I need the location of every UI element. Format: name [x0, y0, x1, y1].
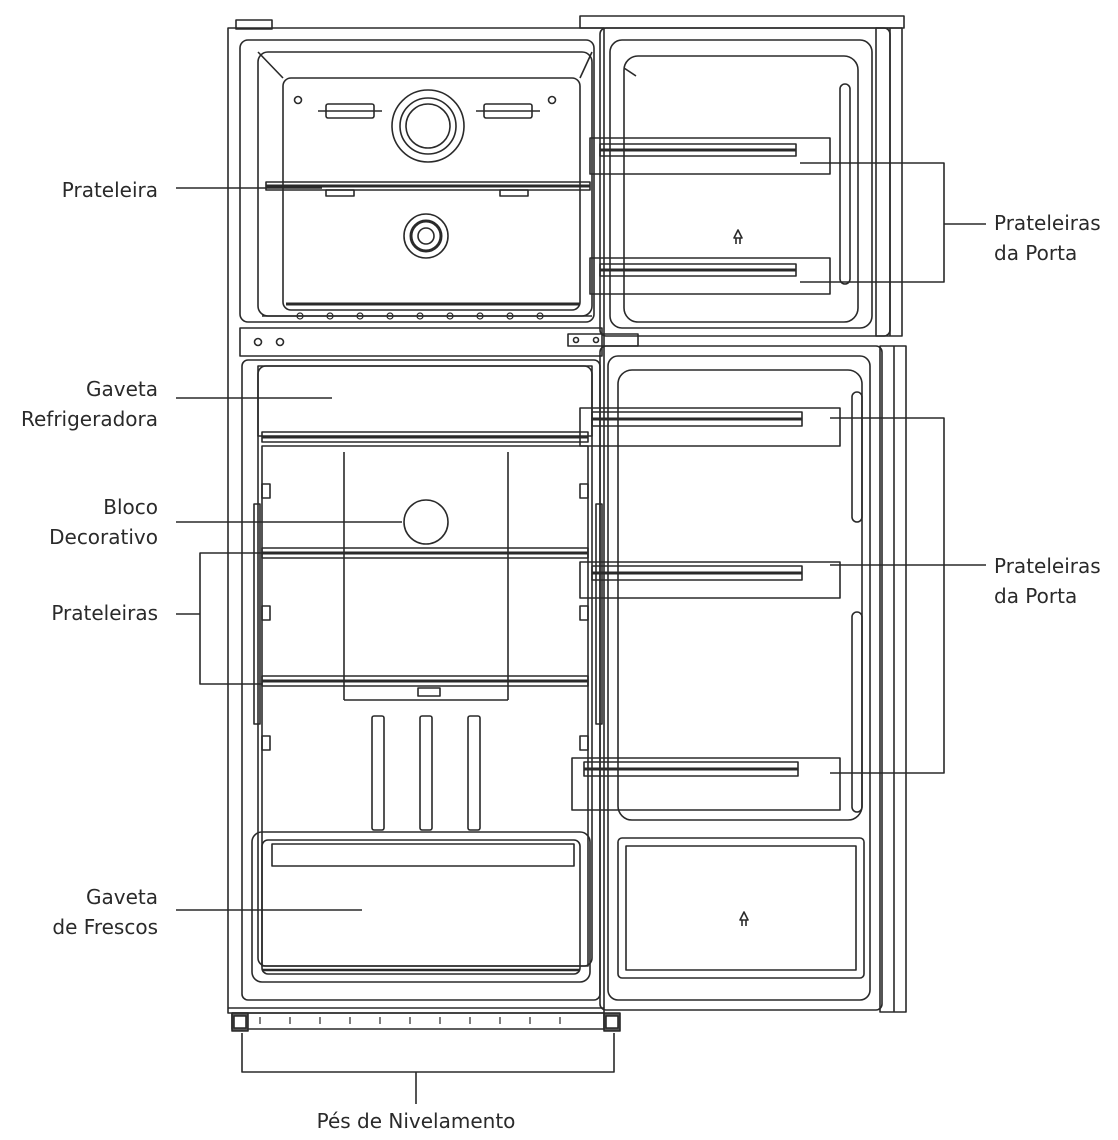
label-gaveta-refrigeradora-line1: Gaveta	[86, 377, 158, 401]
label-pes-nivelamento-text: Pés de Nivelamento	[316, 1109, 516, 1133]
label-prateleiras-porta-top: Prateleiras da Porta	[994, 208, 1114, 268]
label-gaveta-frescos: Gaveta de Frescos	[20, 882, 158, 942]
label-prateleiras-porta-top-line2: da Porta	[994, 241, 1078, 265]
label-prateleiras-porta-top-line1: Prateleiras	[994, 211, 1101, 235]
label-gaveta-frescos-line1: Gaveta	[86, 885, 158, 909]
label-prateleiras-porta-bottom: Prateleiras da Porta	[994, 551, 1114, 611]
label-prateleiras: Prateleiras	[20, 598, 158, 628]
bracket-pes-nivelamento	[241, 1033, 615, 1073]
label-bloco-decorativo-line1: Bloco	[103, 495, 158, 519]
fridge-door	[571, 345, 907, 1013]
bracket-prateleiras-porta-bottom	[830, 417, 945, 774]
fridge-compartment	[241, 359, 603, 1001]
label-prateleira: Prateleira	[20, 175, 158, 205]
freezer-compartment	[239, 39, 595, 323]
leveling-feet	[231, 1012, 621, 1032]
bracket-prateleiras	[199, 552, 284, 685]
leader-lines	[176, 162, 986, 1104]
label-bloco-decorativo-line2: Decorativo	[49, 525, 158, 549]
bracket-prateleiras-porta-top	[800, 162, 945, 283]
label-pes-nivelamento: Pés de Nivelamento	[276, 1106, 556, 1136]
cabinet	[227, 19, 605, 1030]
label-gaveta-refrigeradora-line2: Refrigeradora	[20, 407, 158, 431]
label-prateleira-text: Prateleira	[61, 178, 158, 202]
label-prateleiras-text: Prateleiras	[51, 601, 158, 625]
label-gaveta-frescos-line2: de Frescos	[52, 915, 158, 939]
label-prateleiras-porta-bottom-line2: da Porta	[994, 584, 1078, 608]
label-prateleiras-porta-bottom-line1: Prateleiras	[994, 554, 1101, 578]
freezer-door	[567, 15, 905, 347]
label-bloco-decorativo: Bloco Decorativo	[20, 492, 158, 552]
label-gaveta-refrigeradora: Gaveta Refrigeradora	[0, 374, 158, 434]
